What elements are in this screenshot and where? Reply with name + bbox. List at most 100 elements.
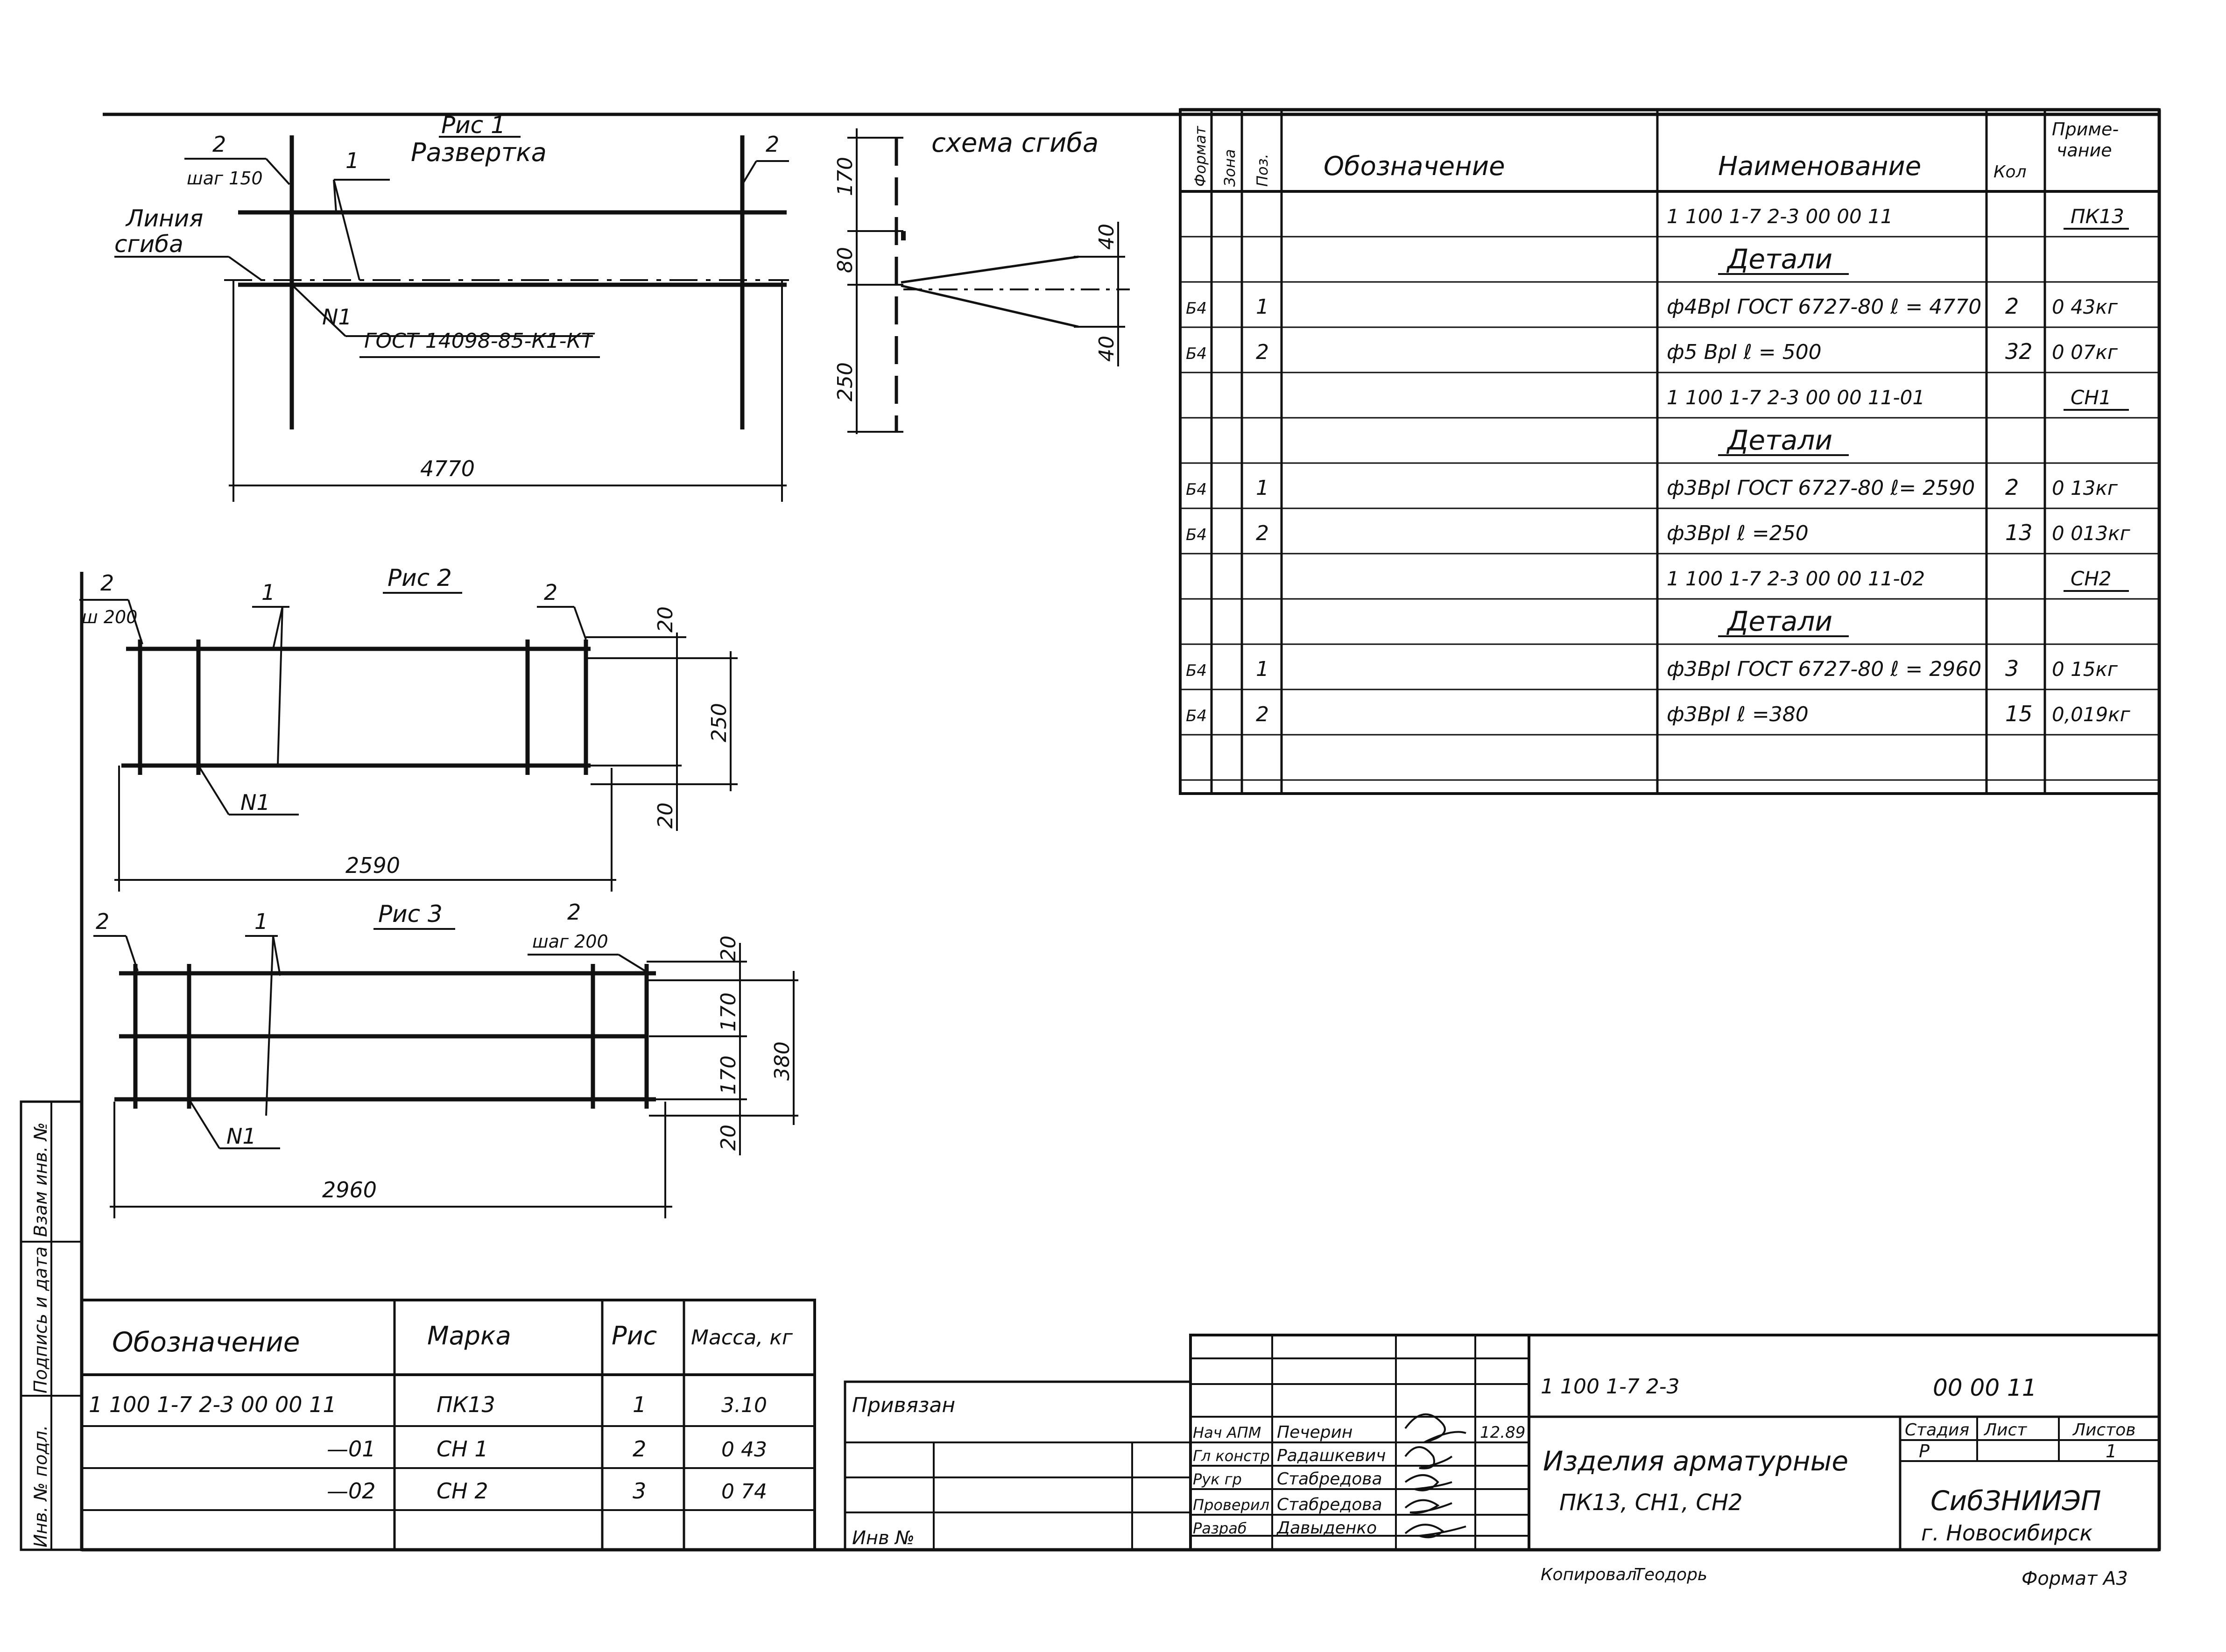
fig2-label-2-left: 2 [100,570,114,596]
signature-scribble [1404,1413,1466,1443]
title-org: СибЗНИИЭП [1930,1485,2101,1517]
specification-table: Формат Зона Поз. Обозначение Наименовани… [1179,108,2161,795]
signer-name: Стабредова [1277,1495,1382,1514]
figure-1: Рис 1 Развертка 2 шаг 150 2 1 Линия сгиб… [114,112,789,502]
spec-header-note-2: чание [2057,140,2112,161]
bend-dim-right-top: 40 [1095,224,1119,250]
fig1-label-2-right: 2 [766,132,779,157]
spec-header-note-1: Приме- [2052,119,2119,140]
fig1-bend-line-1: Линия [125,205,203,232]
signer-name: Печерин [1277,1423,1353,1442]
marks-row-mark: ПК13 [437,1392,495,1417]
spec-header-zone: Зона [1221,149,1239,187]
side-strip: Инв. № подл. Подпись и дата Взам инв. № [20,1100,83,1551]
marks-row-mark: СН 1 [437,1436,488,1462]
fig2-label-2-right: 2 [544,580,557,605]
fig1-length: 4770 [420,456,475,481]
spec-row-note: СН1 [2071,386,2112,409]
fig2-label-1: 1 [261,580,275,605]
fig2-dim-top: 20 [654,606,677,633]
signer-role: Рук гр [1193,1470,1242,1488]
title-product-2: ПК13, СН1, СН2 [1559,1490,1743,1516]
signer-role: Разраб [1193,1519,1247,1537]
marks-row-designation: 1 100 1-7 2-3 00 00 11 [89,1392,337,1417]
signer-name: Стабредова [1277,1469,1382,1489]
figure-2: Рис 2 2 ш 200 1 2 20 250 20 N1 2590 [79,564,738,892]
spec-row-section: Детали [1726,605,1832,637]
spec-row-section: Детали [1726,243,1832,275]
fig2-title: Рис 2 [387,564,452,591]
spec-row-name: ф4ВрI ГОСТ 6727-80 ℓ = 4770 [1667,295,1981,319]
title-stage-header: Стадия [1905,1420,1969,1440]
fig3-title: Рис 3 [378,900,443,928]
fig3-label-2-left: 2 [96,909,109,934]
bend-dim-bot: 250 [833,362,857,401]
privyazan-label: Привязан [852,1393,955,1417]
bend-dim-top: 170 [833,157,857,196]
marks-row-designation: —01 [327,1436,376,1462]
fig1-weld-ref: ГОСТ 14098-85-К1-КТ [364,329,595,353]
signer-name: Давыденко [1276,1518,1377,1538]
fig1-subtitle: Развертка [411,138,547,167]
spec-header-qty: Кол [1994,162,2027,182]
marks-header-designation: Обозначение [112,1326,300,1358]
fig2-step: ш 200 [82,607,137,627]
signer-name: Радашкевич [1277,1446,1386,1465]
marks-row-mass: 3.10 [721,1393,767,1417]
marks-row-mark: СН 2 [437,1478,488,1504]
title-sheets-header: Листов [2072,1420,2135,1440]
spec-row-format: Б4 [1186,661,1207,680]
fig3-dim-mid2: 170 [717,1055,740,1095]
marks-header-mark: Марка [427,1321,511,1350]
footer: Копировал Теодорь Формат А3 [1541,1565,2128,1589]
spec-header-pos: Поз. [1254,154,1271,187]
fig3-length: 2960 [322,1177,377,1202]
marks-row-designation: —02 [327,1478,376,1504]
figure-3: Рис 3 2 1 2 шаг 200 20 170 170 20 380 [93,900,798,1218]
fig2-dim-bot: 20 [654,802,677,829]
spec-row-qty: 15 [2005,701,2033,726]
spec-row-note: 0 43кг [2052,295,2118,318]
bend-dim-right-bot: 40 [1095,336,1119,362]
signer-role: Проверил [1193,1496,1269,1514]
fig3-dim-height: 380 [770,1041,794,1081]
spec-row-format: Б4 [1186,707,1207,725]
spec-row-note: СН2 [2071,567,2112,590]
marks-row-fig: 2 [633,1436,646,1462]
spec-header-designation: Обозначение [1324,151,1505,182]
fig3-dim-top: 20 [717,935,740,962]
spec-row-name: ф3ВрI ГОСТ 6727-80 ℓ = 2960 [1667,657,1981,681]
title-doc-num: 00 00 11 [1933,1374,2037,1401]
spec-row-section: Детали [1726,424,1832,456]
footer-copied: Копировал [1541,1565,1637,1584]
spec-header-name: Наименование [1718,151,1921,182]
fig3-n1: N1 [226,1124,256,1149]
spec-row-note: 0 013кг [2052,522,2131,545]
spec-header-format: Формат [1191,126,1209,187]
signature-scribble [1404,1524,1466,1539]
signature-scribble [1404,1474,1452,1491]
spec-row-pos: 1 [1256,295,1269,319]
spec-row-qty: 32 [2005,339,2033,364]
fig1-n1: N1 [322,304,352,330]
fig2-length: 2590 [345,853,400,878]
spec-row-note: ПК13 [2071,205,2124,228]
signer-date: 12.89 [1480,1423,1525,1442]
title-doc-code: 1 100 1-7 2-3 [1541,1375,1680,1399]
marks-header-fig: Рис [612,1321,657,1350]
signature-scribble [1404,1446,1453,1469]
spec-row-name: ф3ВрI ℓ =380 [1667,703,1809,726]
signer-role: Нач АПМ [1193,1424,1261,1441]
spec-row-pos: 1 [1256,657,1269,681]
bend-scheme: схема сгиба 170 80 250 40 40 [833,128,1130,434]
fig3-step: шаг 200 [532,931,608,952]
spec-row-pos: 2 [1256,340,1269,364]
fig1-title: Рис 1 [441,112,506,139]
bend-dim-mid: 80 [833,247,857,273]
title-sheet-header: Лист [1983,1420,2027,1440]
spec-row-name: 1 100 1-7 2-3 00 00 11-02 [1667,567,1925,590]
